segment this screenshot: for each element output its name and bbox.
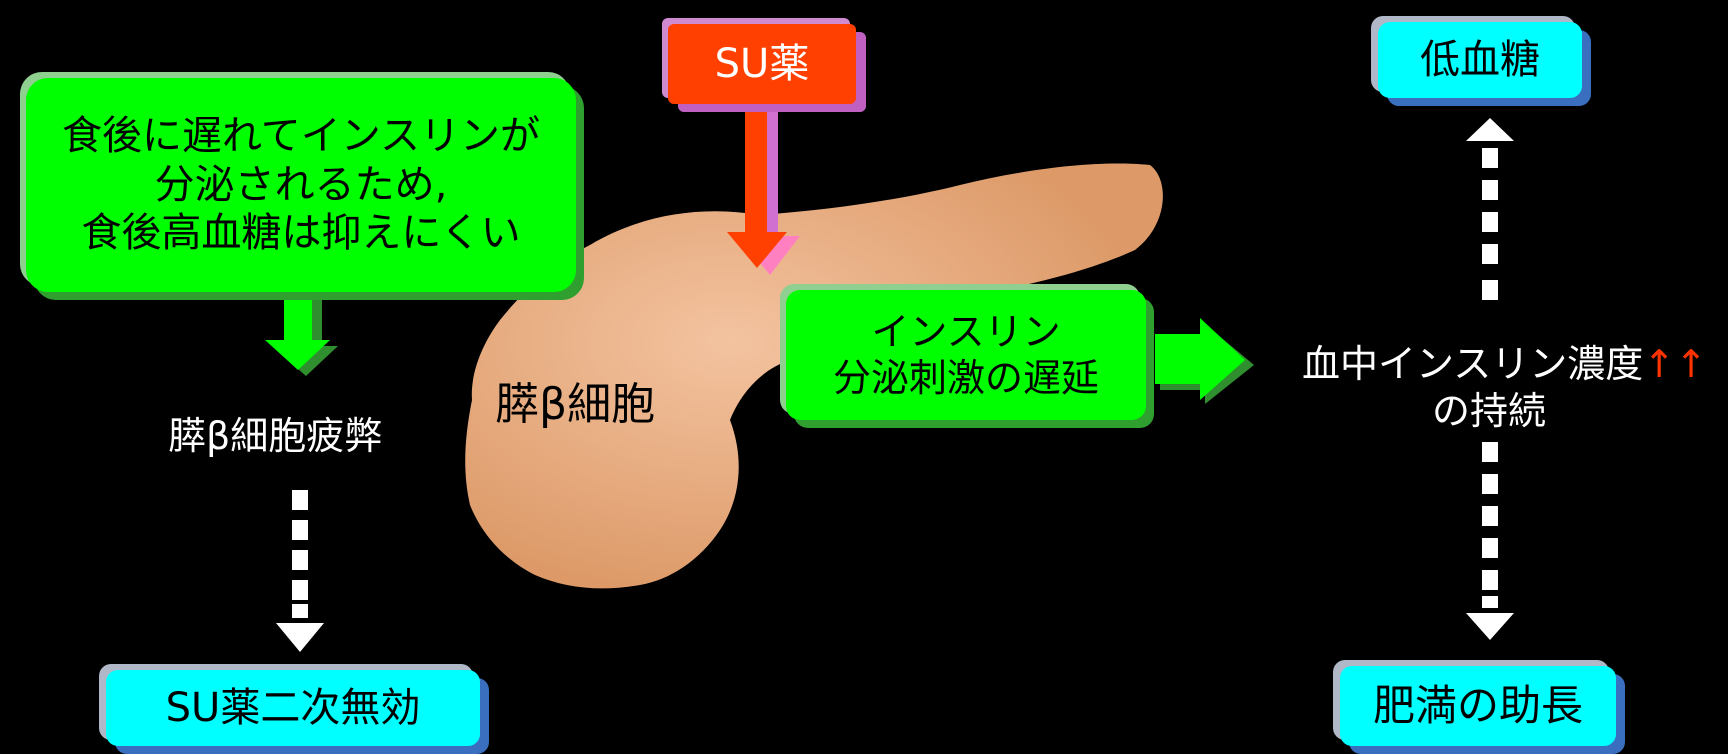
insulin-concentration-line-1: 血中インスリン濃度↑↑: [1302, 333, 1707, 388]
green-right-arrow: [1155, 318, 1245, 400]
stim-line-2: 分泌刺激の遅延: [832, 356, 1099, 400]
su-drug-label: SU薬: [714, 40, 810, 87]
su-secondary-failure-box: SU薬二次無効: [106, 670, 480, 746]
su-arrow-head: [727, 232, 787, 268]
right-up-dashed-arrow: [1466, 118, 1514, 300]
stim-line-1: インスリン: [871, 309, 1061, 354]
beta-cell-fatigue-label: 膵β細胞疲弊: [168, 414, 383, 458]
delay-line-1: 食後に遅れてインスリンが: [62, 112, 540, 159]
insulin-concentration-text: 血中インスリン濃度: [1302, 342, 1644, 386]
delay-line-3: 食後高血糖は抑えにくい: [81, 210, 521, 257]
su-arrow-shaft: [745, 100, 767, 235]
su-drug-box: SU薬: [668, 24, 856, 104]
hypoglycemia-label: 低血糖: [1420, 36, 1540, 83]
left-dashed-arrow: [276, 490, 324, 652]
hypoglycemia-box: 低血糖: [1378, 22, 1582, 98]
obesity-promotion-label: 肥満の助長: [1372, 681, 1583, 731]
right-down-dashed-arrow: [1466, 442, 1514, 640]
delay-explanation-box: 食後に遅れてインスリンが 分泌されるため, 食後高血糖は抑えにくい: [26, 78, 576, 292]
obesity-promotion-box: 肥満の助長: [1340, 666, 1616, 746]
delay-line-2: 分泌されるため,: [154, 161, 448, 208]
insulin-stimulation-delay-box: インスリン 分泌刺激の遅延: [786, 290, 1146, 420]
green-down-arrow-head: [265, 340, 330, 370]
beta-cell-label: 膵β細胞: [495, 379, 656, 430]
insulin-concentration-line-2: の持続: [1432, 389, 1547, 433]
su-secondary-failure-label: SU薬二次無効: [165, 684, 421, 731]
pancreas-shape: [465, 163, 1163, 589]
green-down-arrow-shaft: [284, 292, 312, 344]
up-arrows: ↑↑: [1643, 342, 1707, 386]
